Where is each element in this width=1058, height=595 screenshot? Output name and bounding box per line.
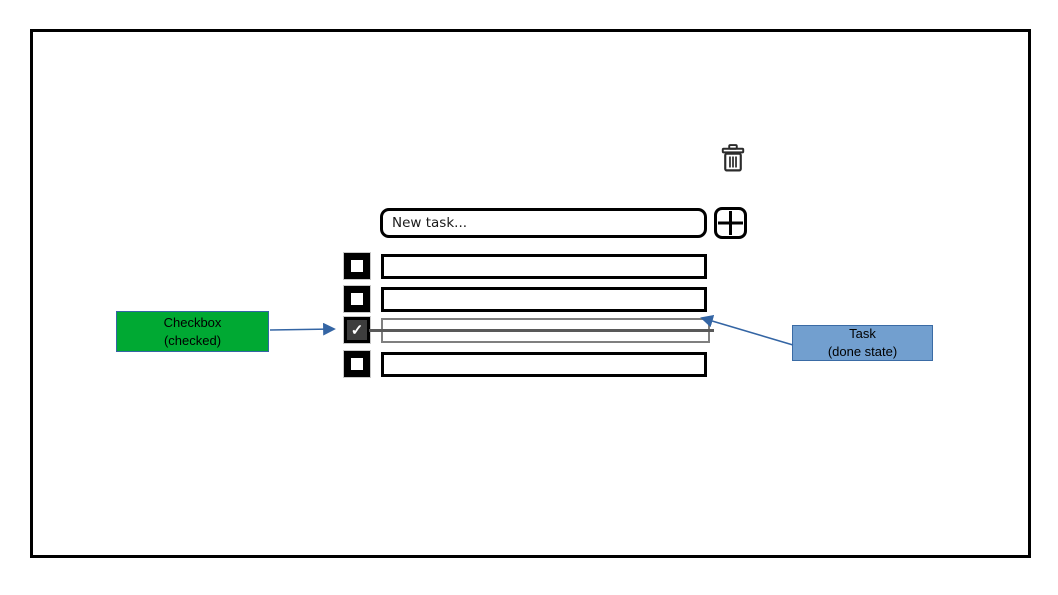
task-item[interactable]	[381, 286, 707, 312]
strikethrough-line	[369, 329, 714, 332]
new-task-input[interactable]	[380, 208, 707, 238]
plus-icon	[718, 211, 743, 235]
app-window-frame: ✓	[30, 29, 1031, 558]
task-item[interactable]	[381, 253, 707, 279]
task-checkbox[interactable]	[343, 285, 371, 313]
annotation-text: Task	[849, 326, 876, 342]
add-task-button[interactable]	[714, 207, 747, 239]
annotation-task-done-state: Task (done state)	[792, 325, 933, 361]
annotation-checkbox-checked: Checkbox (checked)	[116, 311, 269, 352]
annotation-text: (checked)	[163, 332, 222, 348]
trash-icon-glyph	[721, 144, 745, 172]
annotation-text: Checkbox	[163, 314, 222, 330]
task-item[interactable]	[381, 351, 707, 377]
annotation-text: (done state)	[827, 344, 898, 359]
task-checkbox[interactable]	[343, 350, 371, 378]
task-row	[343, 252, 714, 280]
trash-icon[interactable]	[717, 142, 749, 174]
task-row	[343, 285, 714, 313]
task-checkbox[interactable]	[343, 252, 371, 280]
task-checkbox-checked[interactable]: ✓	[343, 316, 371, 344]
task-row-done: ✓	[343, 316, 714, 344]
task-row	[343, 350, 714, 378]
